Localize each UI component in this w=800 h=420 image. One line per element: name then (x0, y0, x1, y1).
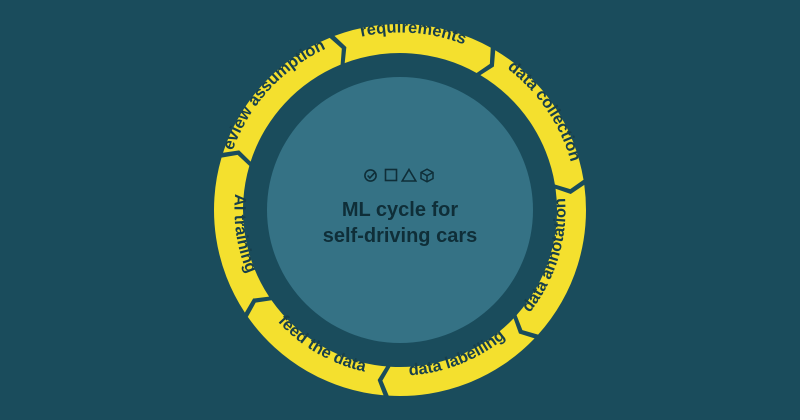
center-disc (267, 77, 533, 343)
center-title-line-1: ML cycle for (342, 199, 459, 221)
center-title-line-2: self-driving cars (323, 225, 478, 247)
square-icon (384, 168, 398, 182)
cycle-segment (247, 300, 387, 396)
cycle-step-label: review assumptions (0, 0, 328, 152)
cycle-segment (516, 184, 586, 335)
cycle-segment (214, 154, 270, 313)
cycle-segment (382, 318, 535, 397)
cycle-segment (223, 37, 342, 162)
cycle-segment (334, 24, 491, 73)
cube-icon (420, 168, 434, 183)
cycle-segment (480, 50, 584, 190)
check-circle-icon (364, 169, 377, 182)
triangle-icon (400, 167, 418, 182)
center-icons (364, 167, 434, 183)
